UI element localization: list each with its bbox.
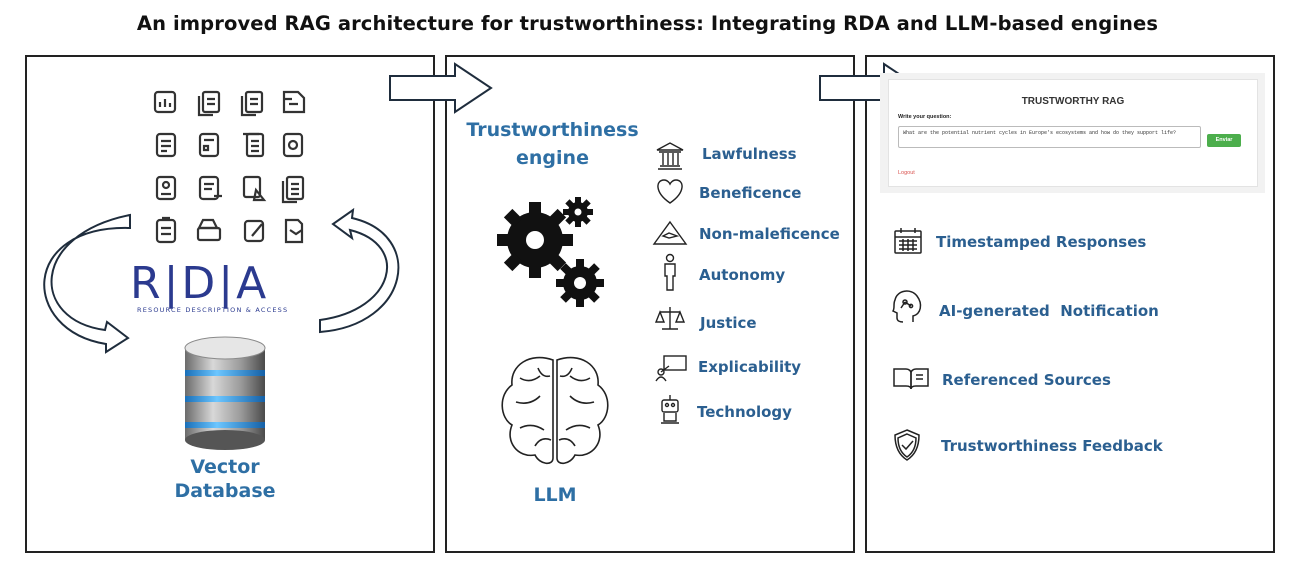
engine-panel bbox=[445, 55, 855, 553]
question-label: Write your question: bbox=[898, 114, 952, 120]
courthouse-icon bbox=[656, 142, 684, 170]
mail-document-icon bbox=[284, 218, 304, 244]
question-input[interactable]: What are the potential nutrient cycles i… bbox=[898, 126, 1201, 148]
cycle-arrow-left bbox=[43, 213, 131, 354]
shield-check-icon bbox=[894, 429, 920, 461]
documents-stack-icon bbox=[240, 90, 264, 117]
documents-copy-icon bbox=[281, 175, 305, 204]
app-title: TRUSTWORTHY RAG bbox=[1021, 96, 1125, 107]
calendar-icon bbox=[894, 228, 922, 254]
form-document-icon bbox=[198, 132, 220, 158]
person-icon bbox=[664, 253, 676, 291]
heart-icon bbox=[657, 179, 683, 204]
document-tab-icon bbox=[282, 90, 306, 114]
scroll-document-icon bbox=[243, 132, 265, 158]
trustworthiness-engine-label: Trustworthiness engine bbox=[455, 116, 650, 172]
book-icon bbox=[893, 368, 929, 390]
engine-line1: Trustworthiness bbox=[466, 119, 639, 141]
chart-document-icon bbox=[153, 90, 177, 114]
principle-beneficence: Beneficence bbox=[699, 184, 802, 202]
clipboard-document-icon bbox=[155, 216, 177, 244]
contact-document-icon bbox=[155, 175, 177, 201]
documents-stack-icon bbox=[197, 90, 221, 117]
printer-document-icon bbox=[196, 218, 222, 242]
send-button[interactable]: Enviar bbox=[1207, 134, 1241, 147]
principle-autonomy: Autonomy bbox=[699, 266, 786, 284]
warning-triangle-icon bbox=[652, 220, 688, 245]
vector-database-line2: Database bbox=[174, 480, 276, 502]
edit-document-icon bbox=[243, 219, 265, 243]
vector-database-line1: Vector bbox=[190, 456, 260, 478]
diagram-title: An improved RAG architecture for trustwo… bbox=[136, 12, 1159, 35]
principle-explicability: Explicability bbox=[698, 358, 802, 376]
logout-link[interactable]: Logout bbox=[898, 170, 915, 176]
app-window: TRUSTWORTHY RAG Write your question: Wha… bbox=[888, 79, 1258, 187]
ai-head-icon bbox=[891, 290, 922, 323]
signed-document-icon bbox=[198, 175, 222, 201]
app-screenshot: TRUSTWORTHY RAG Write your question: Wha… bbox=[880, 73, 1265, 193]
feature-referenced-sources: Referenced Sources bbox=[942, 371, 1111, 389]
vector-database-label: Vector Database bbox=[150, 455, 300, 503]
feature-timestamped-responses: Timestamped Responses bbox=[936, 233, 1147, 251]
llm-label: LLM bbox=[533, 484, 577, 506]
feature-ai-notification: AI-generated Notification bbox=[939, 302, 1159, 320]
cycle-arrow-right bbox=[319, 207, 400, 334]
rda-subtitle: RESOURCE DESCRIPTION & ACCESS bbox=[137, 306, 289, 314]
hand-document-icon bbox=[242, 175, 267, 202]
rda-logo: R|D|A bbox=[130, 258, 269, 309]
engine-line2: engine bbox=[516, 147, 589, 169]
presentation-icon bbox=[655, 355, 687, 382]
principle-technology: Technology bbox=[697, 403, 792, 421]
rda-letters: R|D|A bbox=[130, 258, 270, 309]
pie-document-icon bbox=[282, 132, 304, 158]
scales-icon bbox=[654, 307, 686, 330]
flow-arrow-1 bbox=[389, 62, 493, 114]
principle-non-maleficence: Non-maleficence bbox=[699, 225, 840, 243]
principle-justice: Justice bbox=[700, 314, 757, 332]
principle-lawfulness: Lawfulness bbox=[702, 145, 797, 163]
text-document-icon bbox=[155, 132, 177, 158]
feature-trustworthiness-feedback: Trustworthiness Feedback bbox=[941, 437, 1163, 455]
robot-icon bbox=[661, 395, 679, 424]
